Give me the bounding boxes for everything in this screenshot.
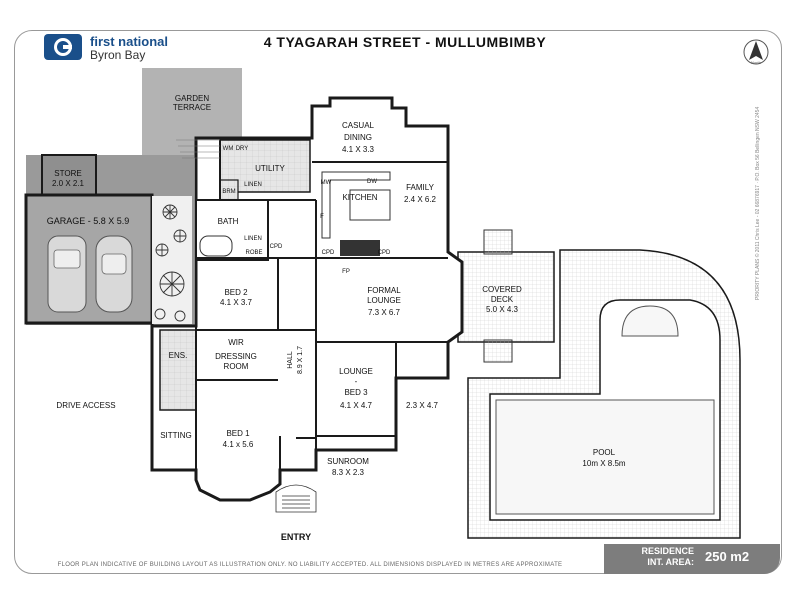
pool-label: POOL bbox=[593, 448, 616, 457]
fridge-label: F bbox=[320, 214, 324, 220]
bath-label: BATH bbox=[218, 217, 239, 226]
family-dims: 2.4 X 6.2 bbox=[404, 195, 437, 204]
area-label: RESIDENCE bbox=[641, 546, 694, 556]
wir-label: WIR bbox=[228, 338, 244, 347]
linen-label: LINEN bbox=[244, 236, 262, 242]
plan-credit: PRIORITY PLANS © 2011 Chris Lee - 02 668… bbox=[755, 106, 761, 300]
linen-label: LINEN bbox=[244, 182, 262, 188]
fireplace-label: FP bbox=[342, 269, 350, 275]
ensuite-room bbox=[159, 329, 197, 411]
car-icon bbox=[95, 235, 133, 313]
garage-label: GARAGE - 5.8 X 5.9 bbox=[47, 216, 130, 226]
pool bbox=[495, 399, 715, 515]
dry-label: DRY bbox=[236, 146, 249, 152]
hall-dims: 8.9 X 1.7 bbox=[297, 346, 304, 374]
deck-stairs-south bbox=[483, 339, 513, 363]
robe-label: ROBE bbox=[245, 250, 262, 256]
property-address: 4 TYAGARAH STREET - MULLUMBIMBY bbox=[263, 34, 547, 50]
north-label: North bbox=[751, 60, 761, 65]
pool-dims: 10m X 8.5m bbox=[582, 459, 625, 468]
kitchen-label: KITCHEN bbox=[342, 193, 377, 202]
utility-label: UTILITY bbox=[255, 164, 285, 173]
brm-label: BRM bbox=[222, 189, 235, 195]
pool-spa bbox=[621, 305, 679, 337]
drive-access-label: DRIVE ACCESS bbox=[56, 401, 115, 410]
entry-label: ENTRY bbox=[281, 532, 311, 542]
lounge-bed3-label: BED 3 bbox=[344, 388, 368, 397]
logo-emblem-icon bbox=[44, 34, 82, 60]
casual-dining-label: CASUAL bbox=[342, 121, 375, 130]
hall-label: HALL bbox=[287, 351, 294, 369]
covered-deck-label: COVERED bbox=[482, 285, 522, 294]
bed2-label: BED 2 bbox=[224, 288, 248, 297]
disclaimer-text: FLOOR PLAN INDICATIVE OF BUILDING LAYOUT… bbox=[57, 562, 563, 568]
bed1-dims: 4.1 x 5.6 bbox=[223, 440, 254, 449]
garden-terrace-label: GARDEN bbox=[175, 94, 209, 103]
deck-stairs-north bbox=[483, 229, 513, 255]
fireplace bbox=[340, 240, 380, 256]
dressing-label: DRESSING bbox=[215, 352, 257, 361]
sitting-label: SITTING bbox=[160, 431, 192, 440]
bed2-dims: 4.1 X 3.7 bbox=[220, 298, 253, 307]
sunroom-label: SUNROOM bbox=[327, 457, 369, 466]
cpd-label: CPD bbox=[378, 250, 391, 256]
lounge-bed3-label: LOUNGE bbox=[339, 367, 373, 376]
plant-icon bbox=[154, 204, 187, 322]
formal-lounge-label: LOUNGE bbox=[367, 296, 401, 305]
agency-logo: first national Byron Bay bbox=[14, 30, 180, 64]
dw-label: DW bbox=[367, 179, 377, 185]
mw-label: MW bbox=[321, 180, 332, 186]
ensuite-label: ENS. bbox=[169, 351, 188, 360]
car-icon bbox=[47, 235, 87, 313]
covered-deck-dims: 5.0 X 4.3 bbox=[486, 305, 519, 314]
area-label: INT. AREA: bbox=[647, 557, 694, 567]
casual-dining-dims: 4.1 X 3.3 bbox=[342, 145, 375, 154]
lounge-bed3-label: - bbox=[355, 377, 358, 386]
formal-lounge-label: FORMAL bbox=[367, 286, 401, 295]
interior-walls bbox=[195, 140, 448, 470]
formal-lounge-dims: 7.3 X 6.7 bbox=[368, 308, 401, 317]
lounge-bed3-dims: 4.1 X 4.7 bbox=[340, 401, 373, 410]
area-value: 250 m2 bbox=[705, 549, 750, 564]
logo-line1: first national bbox=[90, 34, 169, 49]
entry-stairs bbox=[275, 484, 317, 513]
side-room-dims: 2.3 X 4.7 bbox=[406, 401, 439, 410]
covered-deck bbox=[457, 251, 555, 343]
family-label: FAMILY bbox=[406, 183, 435, 192]
garden-terrace-label: TERRACE bbox=[173, 103, 211, 112]
terrace-steps bbox=[176, 139, 220, 159]
north-arrow-icon: North bbox=[742, 38, 770, 66]
logo-line2: Byron Bay bbox=[90, 48, 146, 62]
store-label: STORE bbox=[54, 169, 81, 178]
covered-deck-label: DECK bbox=[491, 295, 514, 304]
store-dims: 2.0 X 2.1 bbox=[52, 179, 85, 188]
courtyard bbox=[152, 196, 192, 324]
dressing-label: ROOM bbox=[224, 362, 249, 371]
garage-room bbox=[24, 193, 154, 325]
cpd-label: CPD bbox=[270, 244, 283, 250]
kitchen-island bbox=[349, 189, 391, 221]
casual-dining-label: DINING bbox=[344, 133, 372, 142]
sunroom-dims: 8.3 X 2.3 bbox=[332, 468, 365, 477]
bed1-label: BED 1 bbox=[226, 429, 250, 438]
area-badge bbox=[604, 544, 780, 574]
cpd-label: CPD bbox=[322, 250, 335, 256]
bathtub-icon bbox=[199, 235, 233, 257]
kitchen-counter bbox=[321, 171, 391, 239]
wm-label: WM bbox=[223, 146, 234, 152]
